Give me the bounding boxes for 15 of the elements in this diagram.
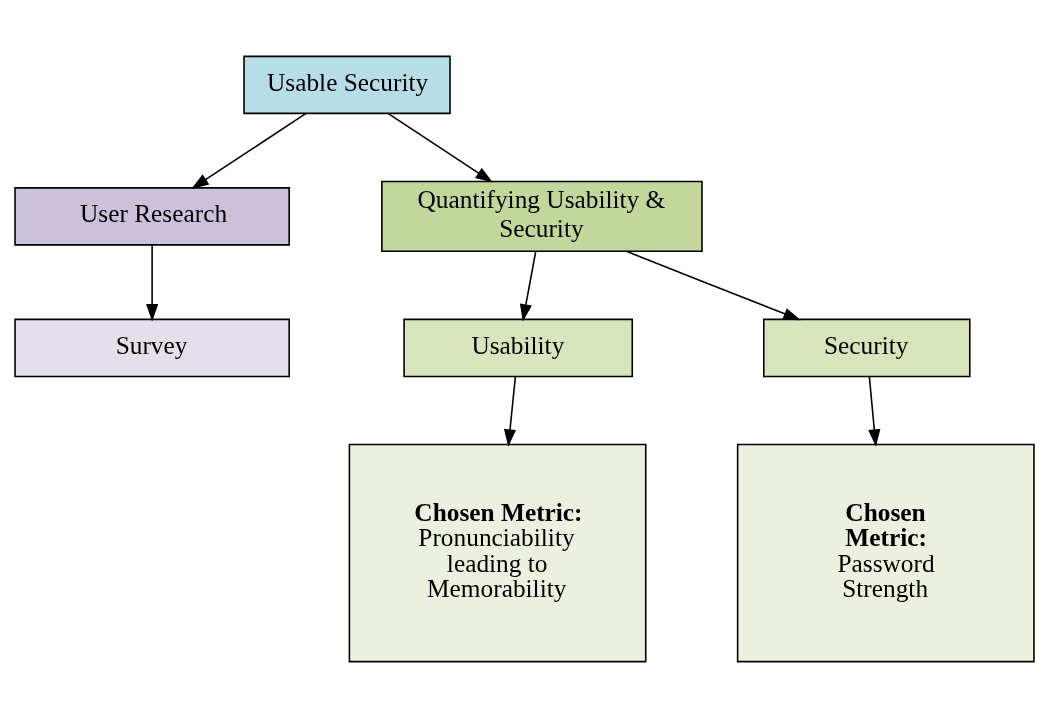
node-box: Chosen Metric: Pronunciability leading to Memorability <box>348 443 647 662</box>
arrow <box>503 375 517 447</box>
node-box: Security <box>763 318 971 377</box>
arrow <box>387 112 493 183</box>
node-box: Quantifying Usability & Security <box>381 180 703 252</box>
arrow <box>519 250 537 322</box>
node-box: Usable Security <box>243 55 451 114</box>
node-box: Chosen Metric: Password Strength <box>736 443 1035 662</box>
node-box: Survey <box>14 318 290 377</box>
arrow <box>146 243 159 322</box>
node-box: User Research <box>14 186 290 246</box>
arrow <box>868 375 881 447</box>
arrow <box>625 250 801 320</box>
node-box: Usability <box>403 318 634 377</box>
arrow <box>191 112 307 189</box>
